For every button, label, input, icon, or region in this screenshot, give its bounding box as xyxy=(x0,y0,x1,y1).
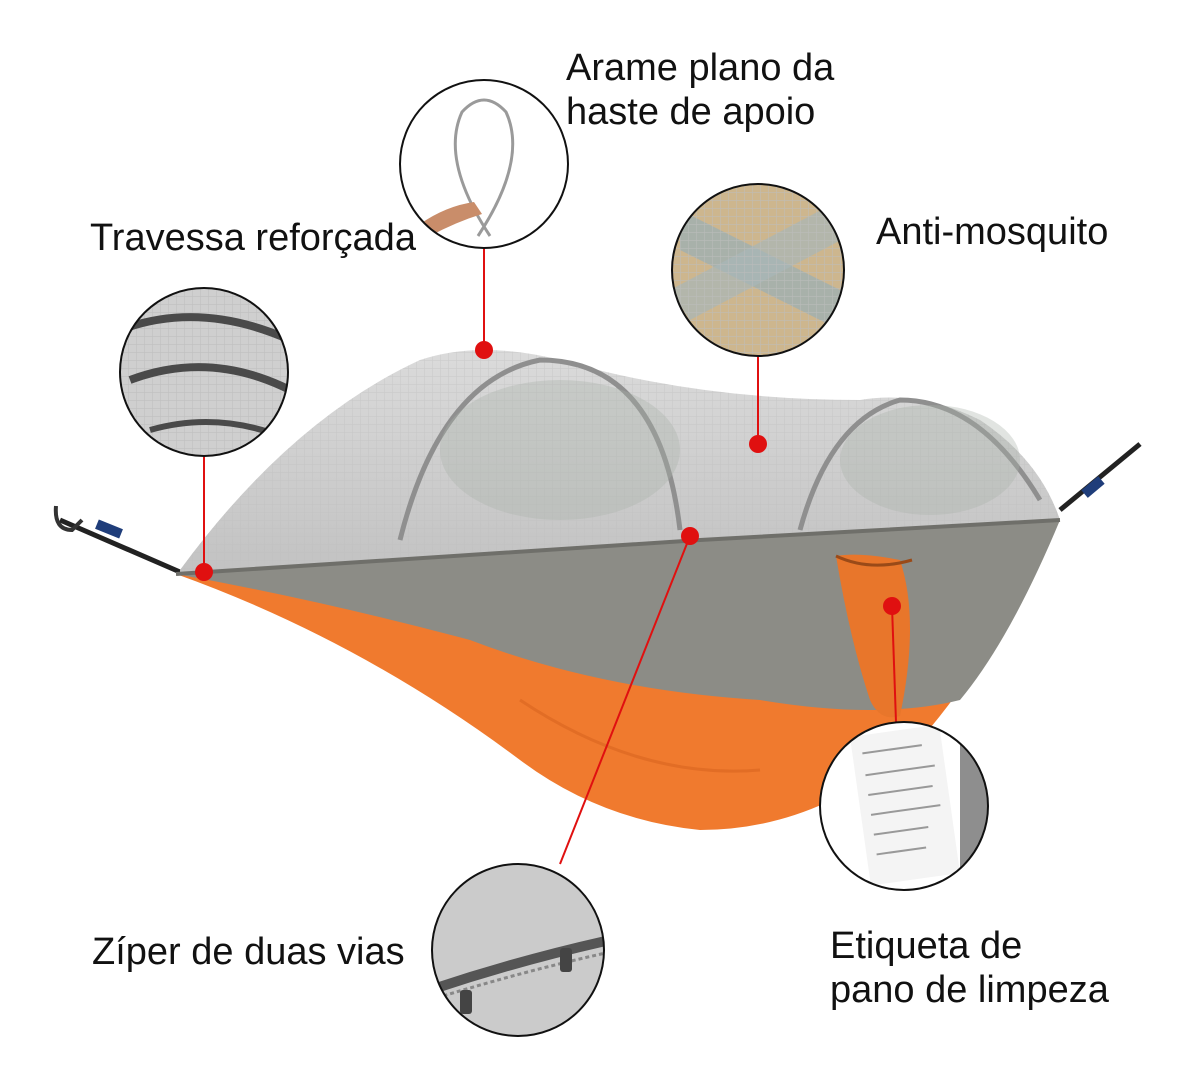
callout-lines xyxy=(203,248,897,865)
left-strap xyxy=(53,505,181,575)
care-tag-label: Etiqueta de pano de limpeza xyxy=(830,924,1109,1012)
crossbar-label: Travessa reforçada xyxy=(90,217,416,259)
callout-markers xyxy=(195,341,901,615)
mesh-net-detail-icon xyxy=(671,183,845,357)
care-label-detail-icon xyxy=(819,721,989,891)
care-tag-label-line2: pano de limpeza xyxy=(830,969,1109,1011)
care-tag-label-line1: Etiqueta de xyxy=(830,925,1023,967)
right-strap xyxy=(1058,442,1142,512)
zipper-label: Zíper de duas vias xyxy=(92,931,405,973)
support-wire-label-line2: haste de apoio xyxy=(566,91,816,133)
mosquito-net-canopy xyxy=(180,350,1060,572)
mosquito-net-label: Anti-mosquito xyxy=(876,211,1109,253)
support-wire-label-line1: Arame plano da xyxy=(566,47,835,89)
hanging-pocket xyxy=(835,554,913,718)
flat-wire-detail-icon xyxy=(399,79,569,249)
two-way-zipper-detail-icon xyxy=(431,863,605,1037)
reinforced-crossbar-detail-icon xyxy=(119,287,289,457)
support-wire-label: Arame plano da haste de apoio xyxy=(566,46,834,134)
